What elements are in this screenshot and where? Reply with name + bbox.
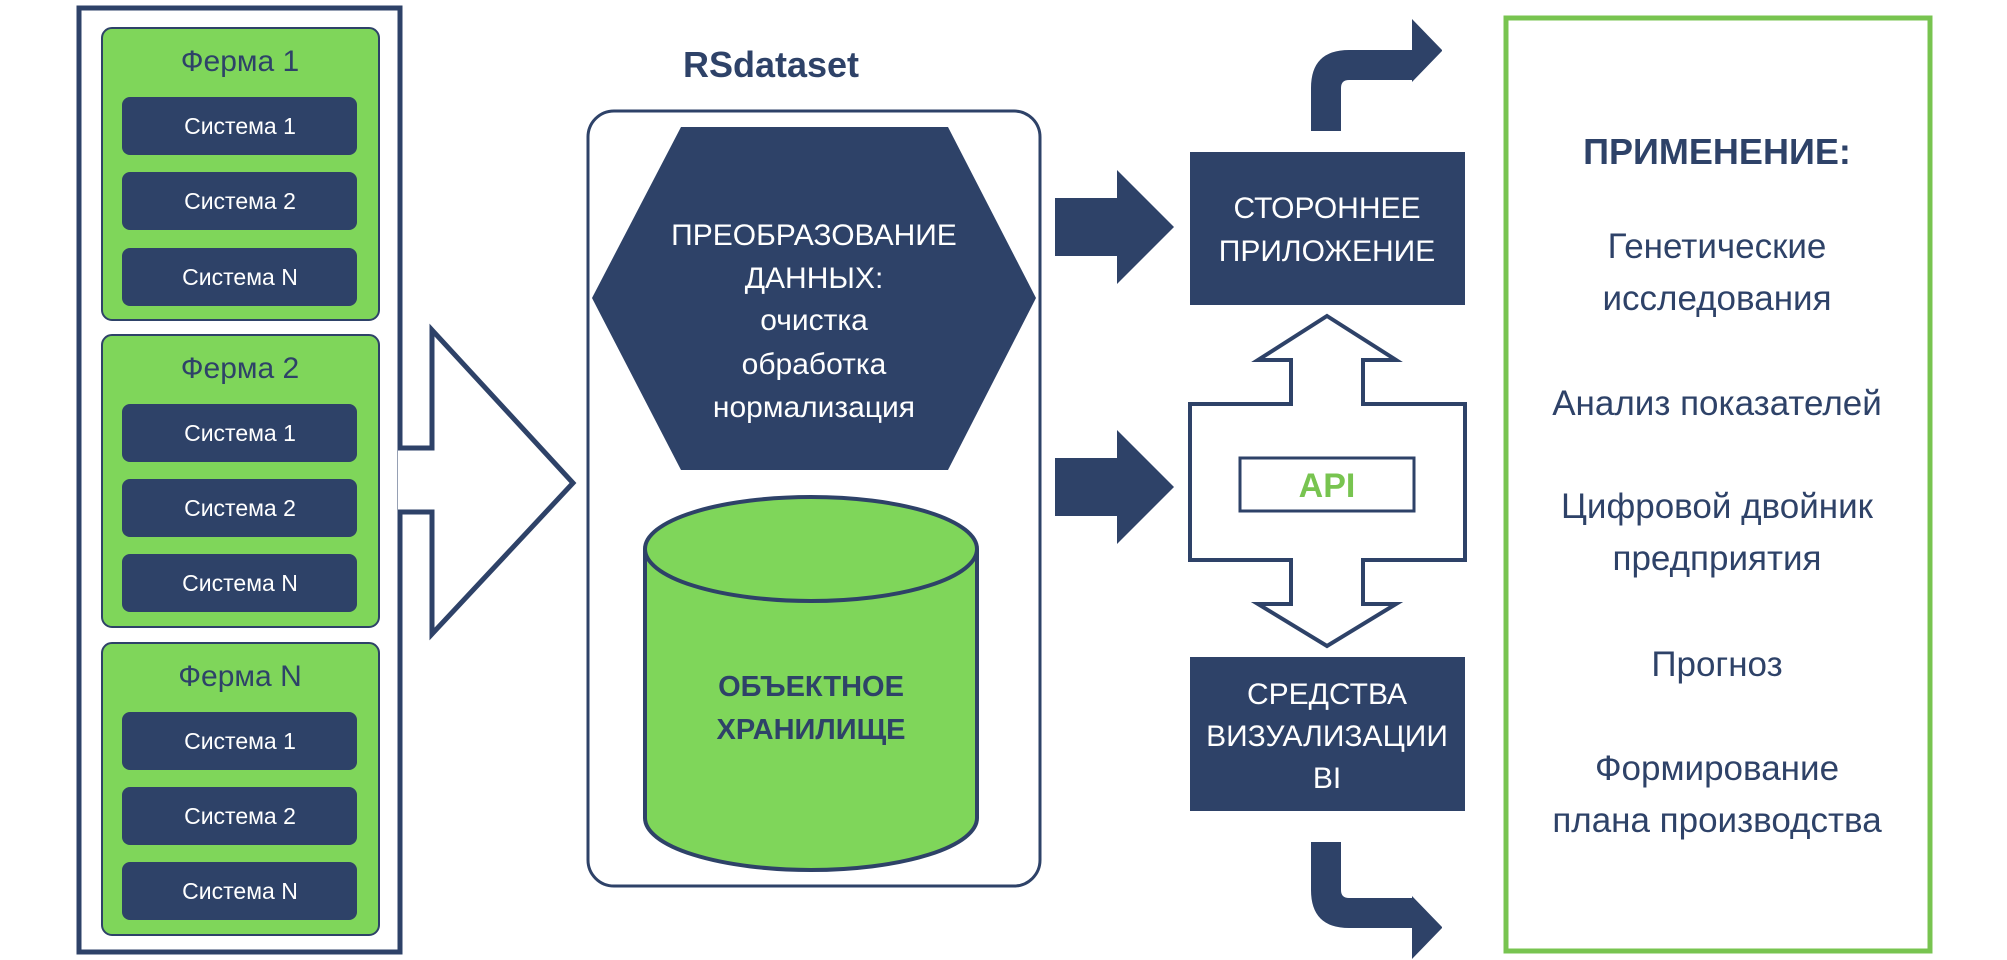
farm-n-system-n-label: Система N [182,878,298,904]
applications-frame [1503,15,1933,954]
farm-2-system-n [122,554,357,612]
rsdataset-title: RSdataset [683,44,859,85]
applications-panel: ПРИМЕНЕНИЕ: Генетические исследования Ан… [1503,15,1933,954]
farm-1-system-n [122,248,357,306]
transformation-line-3: очистка [760,304,868,337]
bi-tools-line-1: СРЕДСТВА [1247,678,1407,711]
rsdataset-block: RSdataset ПРЕОБРАЗОВАНИЕ ДАННЫХ: очистка… [586,44,1042,888]
farm-1-label: Ферма 1 [181,45,300,78]
bi-output-arrow [1311,842,1442,959]
farm-n-system-2-label: Система 2 [184,803,296,829]
applications-heading: ПРИМЕНЕНИЕ: [1583,131,1851,172]
farm-2-system-1 [122,404,357,462]
transformation-line-4: обработка [742,348,887,381]
transformation-line-1: ПРЕОБРАЗОВАНИЕ [671,219,957,252]
api-label: API [1299,467,1356,505]
application-digital-twin-line-2: предприятия [1613,539,1822,578]
farms-to-dataset-arrow [398,323,577,641]
farm-1-system-1 [122,97,357,155]
bi-tools-box [1190,657,1465,811]
farm-n-system-n [122,862,357,920]
application-forecast: Прогноз [1651,645,1782,684]
transformation-line-2: ДАННЫХ: [745,262,884,295]
third-party-app-box [1190,152,1465,305]
farm-2-system-1-label: Система 1 [184,420,296,446]
farm-1-system-n-label: Система N [182,264,298,290]
storage-line-2: ХРАНИЛИЩЕ [717,714,906,746]
farm-n-system-1-label: Система 1 [184,728,296,754]
dataset-to-app-arrow [1055,170,1174,284]
application-genetic-line-1: Генетические [1608,227,1827,266]
application-production-plan-line-1: Формирование [1595,749,1839,788]
transformation-line-5: нормализация [713,391,915,424]
application-genetic-line-2: исследования [1602,279,1831,318]
farm-2-system-2 [122,479,357,537]
farms-panel: Ферма 1 Система 1 Система 2 Система N Фе… [76,5,403,955]
farm-n-label: Ферма N [178,660,302,693]
farm-1-system-2-label: Система 2 [184,188,296,214]
app-output-arrow [1311,19,1442,131]
object-storage-cylinder: ОБЪЕКТНОЕ ХРАНИЛИЩЕ [643,495,979,872]
farm-2-label: Ферма 2 [181,352,300,385]
storage-cylinder-body [643,549,979,872]
application-production-plan-line-2: плана производства [1552,801,1882,840]
farm-2-system-n-label: Система N [182,570,298,596]
third-party-app-line-2: ПРИЛОЖЕНИЕ [1219,235,1435,268]
farm-n-system-1 [122,712,357,770]
farm-2: Ферма 2 Система 1 Система 2 Система N [101,334,380,628]
application-digital-twin-line-1: Цифровой двойник [1561,487,1874,526]
third-party-app-line-1: СТОРОННЕЕ [1233,192,1420,225]
api-label-box [1238,456,1416,513]
farm-n-system-2 [122,787,357,845]
application-indicators: Анализ показателей [1552,384,1882,423]
bi-tools-line-2: ВИЗУАЛИЗАЦИИ [1206,720,1448,753]
data-transformation-hexagon [592,127,1036,470]
farm-n: Ферма N Система 1 Система 2 Система N [101,642,380,936]
storage-line-1: ОБЪЕКТНОЕ [718,671,904,703]
farm-1-system-2 [122,172,357,230]
bi-tools-line-3: BI [1313,762,1341,795]
farm-1: Ферма 1 Система 1 Система 2 Система N [101,27,380,321]
farm-1-system-1-label: Система 1 [184,113,296,139]
farm-2-system-2-label: Система 2 [184,495,296,521]
dataset-to-api-arrow [1055,430,1174,544]
storage-cylinder-top [643,495,979,603]
